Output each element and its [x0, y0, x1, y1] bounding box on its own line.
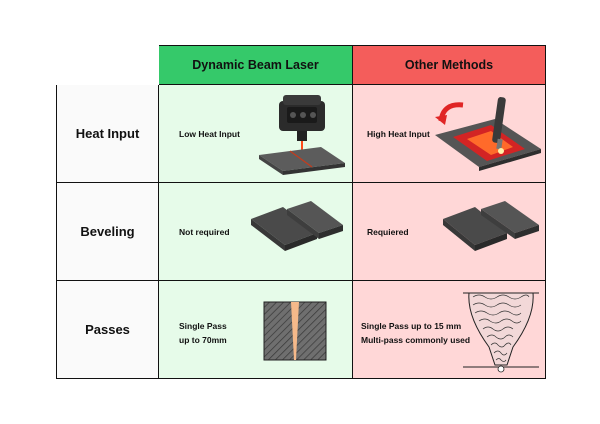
laser-passes-text-line2: up to 70mm: [179, 335, 227, 345]
comparison-table: Dynamic Beam Laser Other Methods Heat In…: [56, 45, 546, 379]
plates-no-bevel-image: [251, 201, 343, 251]
laser-beveling-cell: Not required: [159, 183, 353, 281]
laser-beveling-text: Not required: [179, 227, 230, 237]
other-beveling-cell: Requiered: [353, 183, 546, 281]
laser-passes-cell: Single Pass up to 70mm: [159, 281, 353, 379]
laser-heat-input-text: Low Heat Input: [179, 129, 240, 139]
header-other-methods: Other Methods: [353, 45, 546, 85]
laser-heat-input-cell: Low Heat Input: [159, 85, 353, 183]
other-heat-input-text: High Heat Input: [367, 129, 430, 139]
other-heat-input-cell: High Heat Input: [353, 85, 546, 183]
other-beveling-text: Requiered: [367, 227, 409, 237]
single-pass-weld-image: [263, 301, 327, 361]
laser-passes-text-line1: Single Pass: [179, 321, 227, 331]
row-label-heat-input: Heat Input: [56, 85, 159, 183]
header-dynamic-beam-laser: Dynamic Beam Laser: [159, 45, 353, 85]
corner-cell: [56, 45, 159, 85]
other-passes-text-line2: Multi-pass commonly used: [361, 335, 471, 345]
other-passes-cell: Single Pass up to 15 mm Multi-pass commo…: [353, 281, 546, 379]
row-label-beveling: Beveling: [56, 183, 159, 281]
other-passes-text-line1: Single Pass up to 15 mm: [361, 321, 462, 331]
row-label-passes: Passes: [56, 281, 159, 379]
multi-pass-weld-image: [463, 292, 539, 373]
laser-head-plate-image: [259, 95, 345, 175]
plates-beveled-image: [443, 201, 539, 251]
torch-plate-image: [435, 97, 541, 171]
